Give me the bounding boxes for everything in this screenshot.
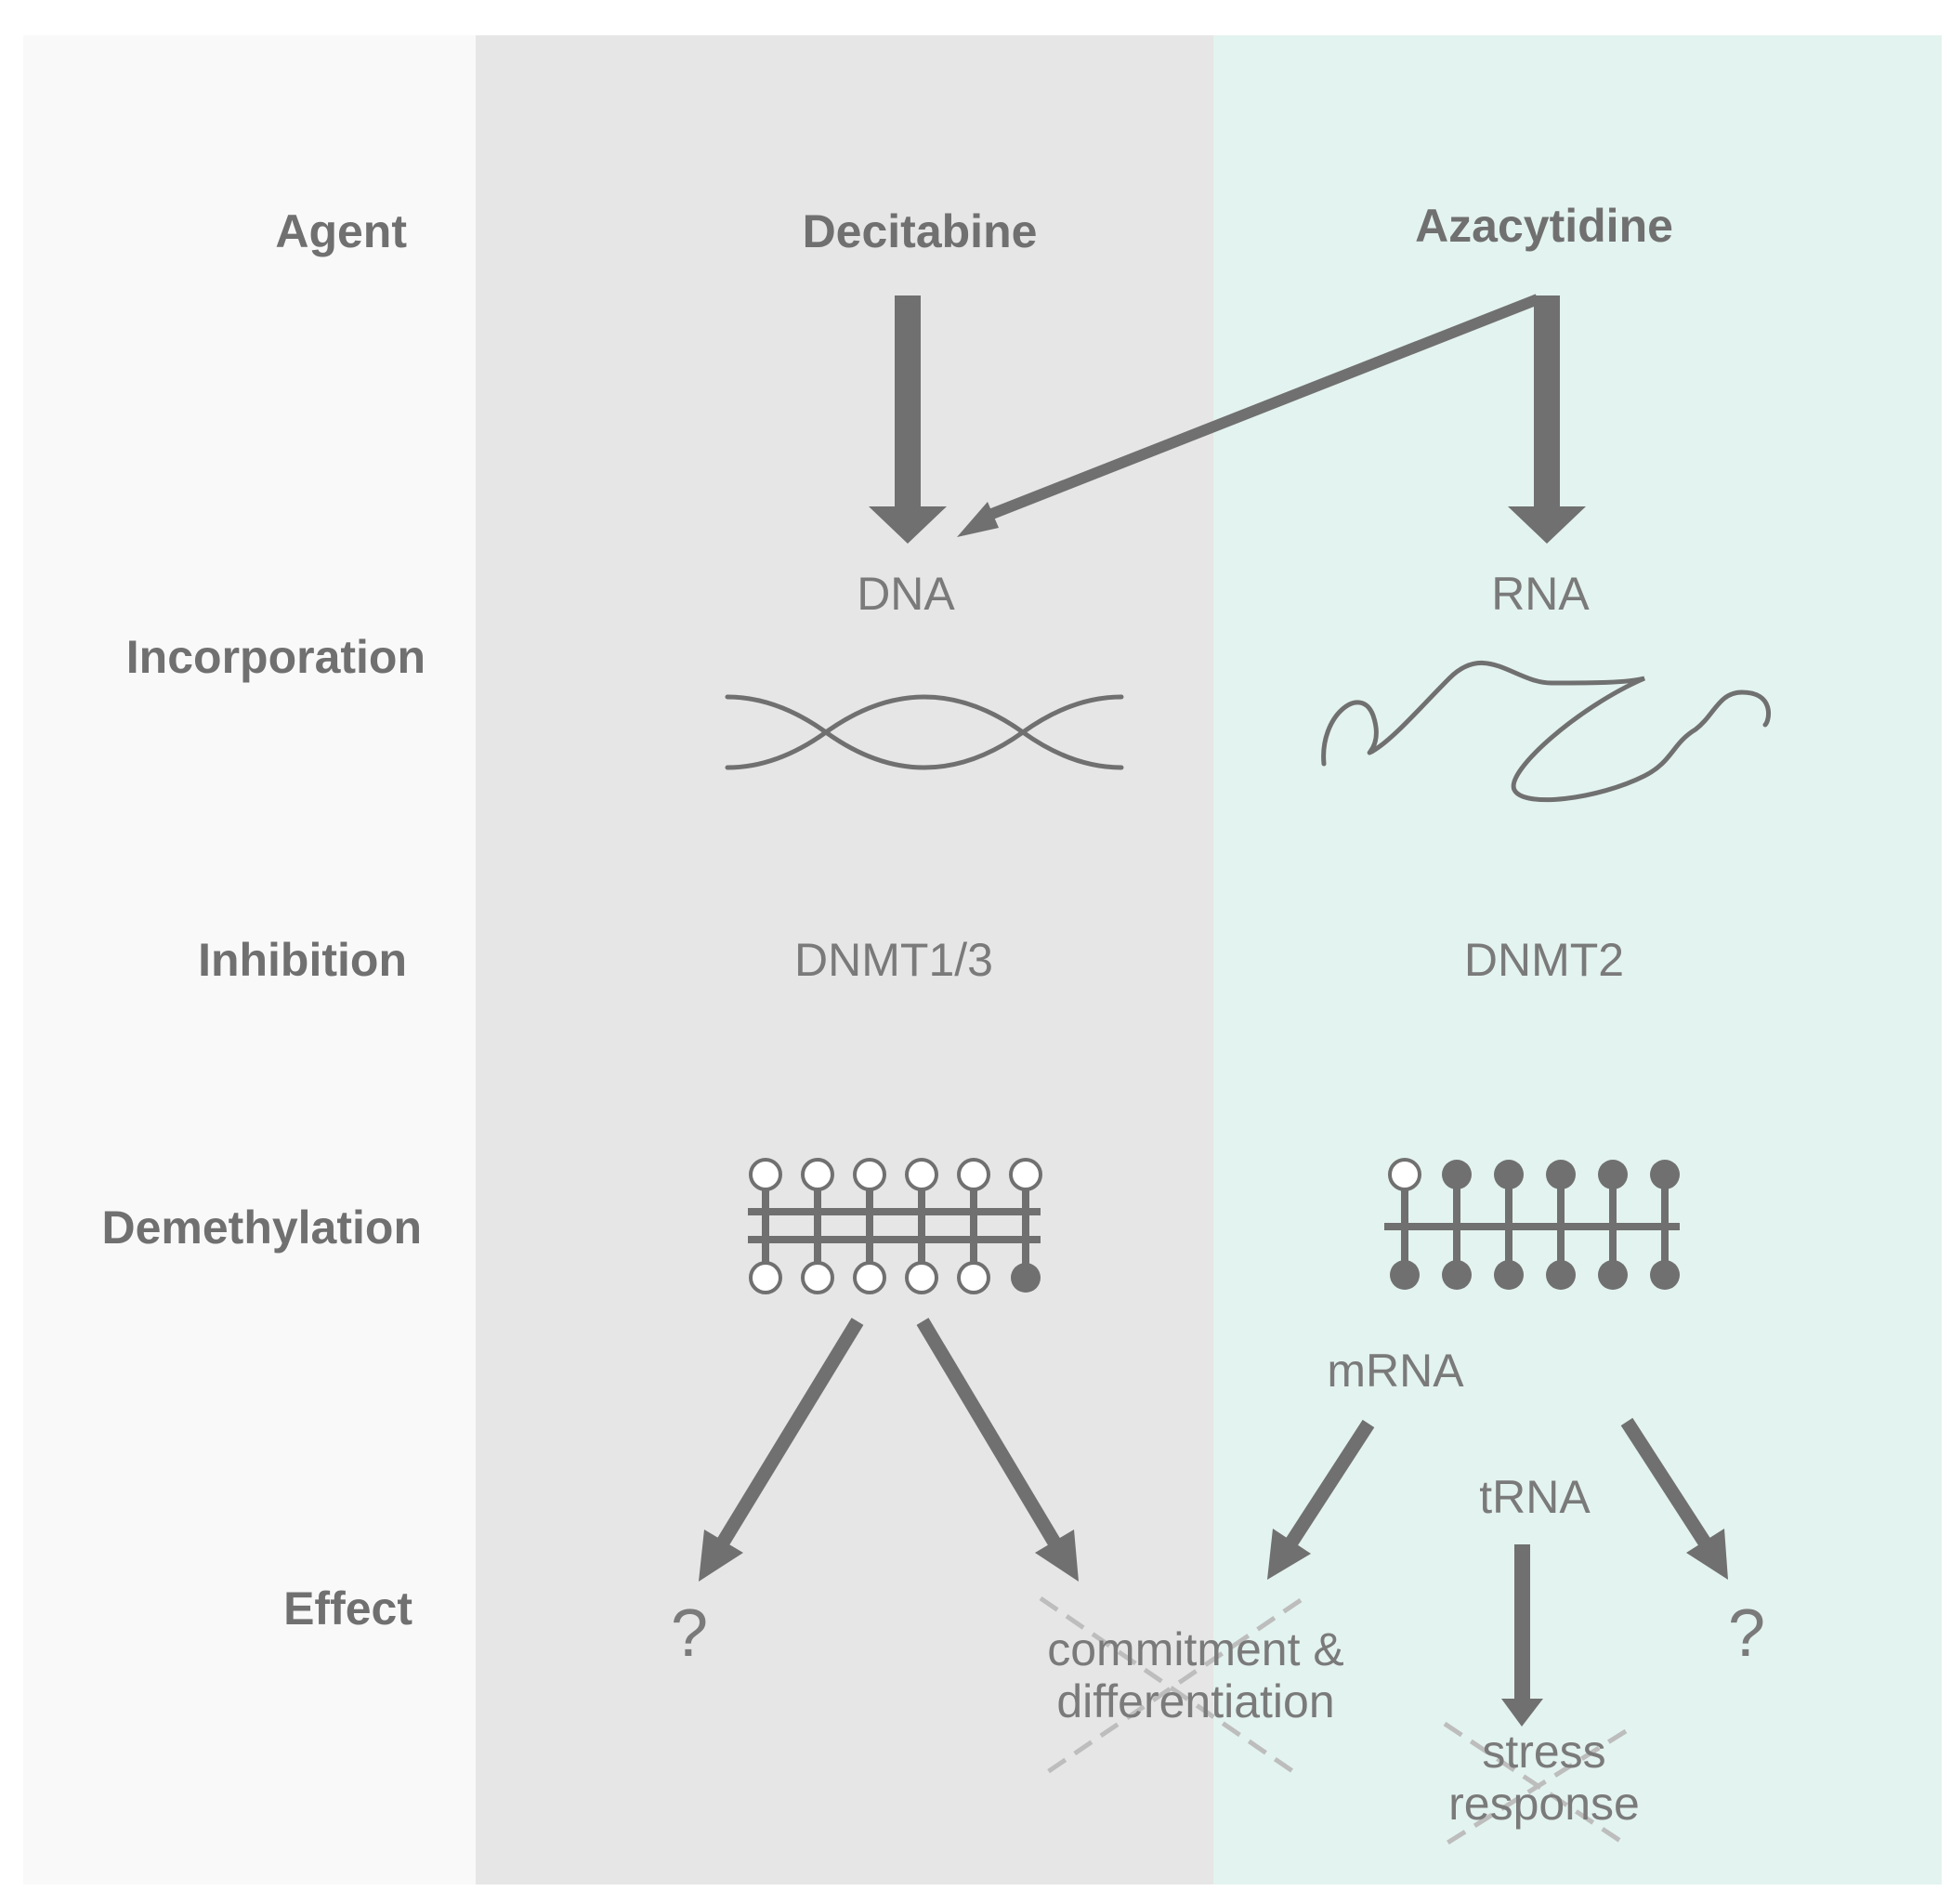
methylated-site [1390, 1260, 1420, 1290]
rna-type-mrna: mRNA [1327, 1345, 1464, 1397]
arrow-mrna-commitment [1285, 1419, 1375, 1547]
dna-helix-icon [725, 694, 1124, 770]
azacytidine-to-dna-head [957, 502, 999, 537]
enzyme-dnmt2: DNMT2 [1464, 934, 1624, 986]
unmethylated-site [801, 1158, 834, 1191]
unmethylated-site [749, 1158, 782, 1191]
rna-methylation-ladder [1384, 1158, 1680, 1290]
arrow-dna-commitment [916, 1318, 1061, 1546]
target-rna: RNA [1491, 568, 1590, 620]
methylated-site [1598, 1260, 1628, 1290]
arrow-dna-unknown-head [699, 1530, 743, 1582]
rna-strand-icon [1321, 660, 1772, 803]
arrow-rna-unknown-head [1686, 1529, 1728, 1580]
effect-unknown-right: ? [1728, 1596, 1765, 1671]
arrow-mrna-commitment-head [1267, 1529, 1311, 1580]
methylated-site [1494, 1260, 1524, 1290]
azacytidine-arrow-shaft [1534, 295, 1560, 509]
dna-panel [476, 35, 1213, 1884]
unmethylated-site [905, 1158, 938, 1191]
methylated-site [1650, 1160, 1680, 1189]
effect-arrows [699, 1318, 1728, 1727]
effect-stress-line2: response [1448, 1778, 1640, 1830]
methylated-site [1546, 1160, 1576, 1189]
effect-stress-line1: stress [1482, 1726, 1605, 1778]
agent-azacytidine: Azacytidine [1415, 200, 1673, 252]
dna-methylation-ladder [748, 1158, 1042, 1294]
methylated-site [1442, 1160, 1472, 1189]
arrow-dna-commitment-head [1035, 1530, 1079, 1582]
methylated-site [1494, 1160, 1524, 1189]
agent-decitabine: Decitabine [803, 205, 1038, 257]
row-label-inhibition: Inhibition [198, 934, 407, 986]
unmethylated-site [1388, 1158, 1421, 1191]
arrow-rna-unknown [1620, 1417, 1711, 1547]
arrow-trna-stress-shaft [1514, 1544, 1530, 1702]
decitabine-arrow-head [869, 506, 947, 544]
effect-unknown-left: ? [671, 1596, 708, 1671]
unmethylated-site [957, 1261, 990, 1294]
unmethylated-site [853, 1261, 886, 1294]
unmethylated-site [801, 1261, 834, 1294]
methylated-site [1598, 1160, 1628, 1189]
decitabine-arrow-shaft [895, 295, 921, 509]
unmethylated-site [905, 1261, 938, 1294]
row-label-incorporation: Incorporation [126, 631, 426, 683]
methylated-site [1442, 1260, 1472, 1290]
stress-cross-out [1443, 1721, 1628, 1847]
methylated-site [1650, 1260, 1680, 1290]
commitment-cross-out [1039, 1595, 1303, 1779]
rna-panel [1213, 35, 1942, 1884]
unmethylated-site [1009, 1158, 1042, 1191]
effect-commitment-line1: commitment & [1047, 1623, 1344, 1675]
effect-commitment-line2: differentiation [1056, 1675, 1334, 1727]
methylated-site [1546, 1260, 1576, 1290]
methylated-site [1011, 1263, 1041, 1293]
rna-type-trna: tRNA [1479, 1471, 1591, 1523]
row-label-effect: Effect [283, 1582, 412, 1635]
arrow-trna-stress-head [1501, 1699, 1543, 1727]
azacytidine-arrow-head [1508, 506, 1586, 544]
enzyme-dnmt13: DNMT1/3 [794, 934, 993, 986]
arrow-dna-unknown [716, 1318, 864, 1546]
unmethylated-site [853, 1158, 886, 1191]
target-dna: DNA [857, 568, 955, 620]
row-label-demethylation: Demethylation [101, 1201, 422, 1254]
row-label-agent: Agent [275, 205, 407, 257]
unmethylated-site [957, 1158, 990, 1191]
azacytidine-to-dna-line [977, 294, 1540, 524]
unmethylated-site [749, 1261, 782, 1294]
